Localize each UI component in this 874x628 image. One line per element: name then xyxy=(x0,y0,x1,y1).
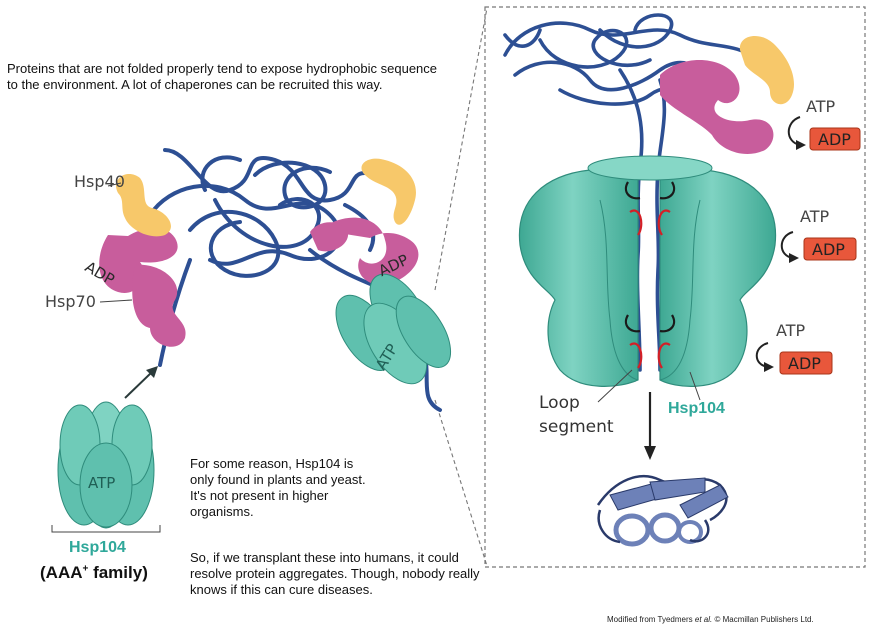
hsp70-complex-left xyxy=(99,173,186,347)
zoom-hsp70 xyxy=(660,35,795,155)
zoom-connector-top xyxy=(434,7,488,291)
hsp104-note-1: For some reason, Hsp104 is only found in… xyxy=(190,456,366,519)
zoom-connector-bottom xyxy=(434,399,488,567)
atp-label-1: ATP xyxy=(806,97,835,116)
hsp104-free xyxy=(57,401,155,529)
hsp104-note-2: So, if we transplant these into humans, … xyxy=(190,550,480,597)
zoom-aggregate xyxy=(503,13,762,372)
hsp104-bound xyxy=(335,273,452,385)
hsp104-bracket xyxy=(51,525,161,533)
loop-segments xyxy=(624,181,676,369)
atp-label-free: ATP xyxy=(88,474,115,492)
hsp70-label: Hsp70 xyxy=(45,292,96,311)
adp-box-2 xyxy=(803,237,857,261)
credit-line: Modified from Tyedmers et al. © Macmilla… xyxy=(607,615,814,624)
adp-box-3 xyxy=(779,351,833,375)
adp-label-2: ADP xyxy=(812,240,845,259)
adp-label-3: ADP xyxy=(788,354,821,373)
atp-label-2: ATP xyxy=(800,207,829,226)
hsp104-label-left: Hsp104 xyxy=(69,539,126,556)
atp-label-3: ATP xyxy=(776,321,805,340)
recruit-arrow xyxy=(124,366,158,399)
zoom-box xyxy=(484,6,866,568)
adp-label-1: ADP xyxy=(818,130,851,149)
protein-aggregate xyxy=(148,148,442,412)
intro-note: Proteins that are not folded properly te… xyxy=(7,61,438,92)
hsp70-complex-right xyxy=(310,158,419,285)
refolded-protein xyxy=(596,474,729,547)
zoom-hsp104-barrel xyxy=(518,155,777,387)
hsp40-label: Hsp40 xyxy=(74,172,125,191)
hsp104-label-right: Hsp104 xyxy=(668,400,725,417)
aaa-family-label: (AAA+ family) xyxy=(40,563,148,582)
loop-pointer xyxy=(597,369,633,403)
adp-box-1 xyxy=(809,127,861,151)
